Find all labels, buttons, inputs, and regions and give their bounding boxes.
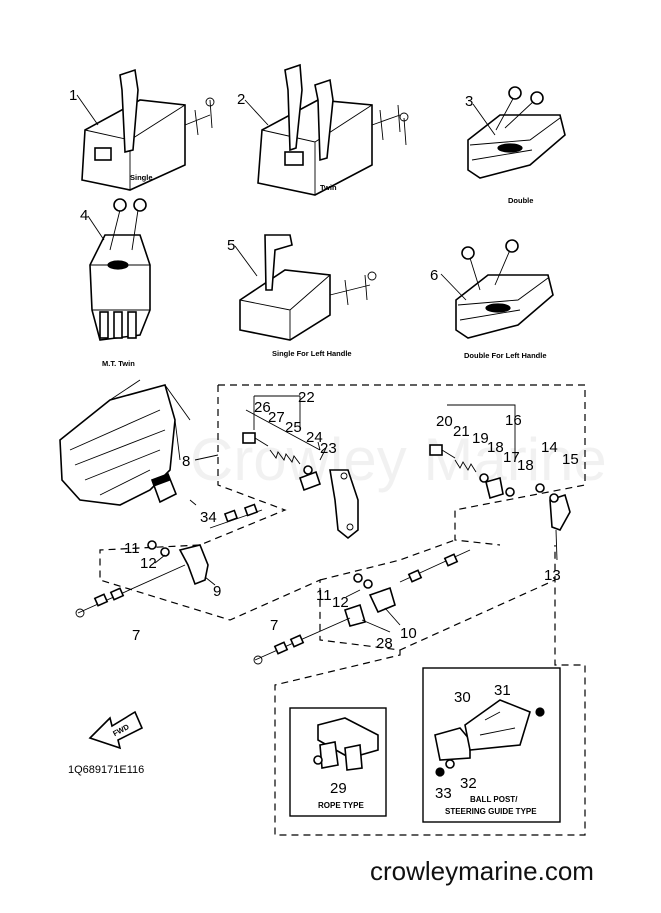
shift-lever[interactable] — [329, 469, 359, 540]
caption-single: Single — [130, 173, 153, 182]
callout-25: 25 — [285, 419, 302, 436]
callout-7a: 7 — [132, 627, 140, 644]
remote-control-single-left[interactable] — [239, 234, 377, 341]
callout-33: 33 — [435, 785, 452, 802]
callout-22: 22 — [298, 389, 315, 406]
callout-7b: 7 — [270, 617, 278, 634]
remote-control-double-left[interactable] — [455, 239, 554, 339]
link-13[interactable] — [535, 483, 571, 561]
remote-control-single[interactable] — [81, 68, 215, 191]
callout-28: 28 — [376, 635, 393, 652]
inset-box-ball-post — [422, 667, 561, 823]
leader-lines — [76, 94, 516, 633]
shift-cable[interactable] — [399, 549, 471, 583]
watermark-text: Crowley Marine — [190, 426, 607, 493]
cable-bracket-9[interactable] — [147, 540, 209, 586]
diagram-code: 1Q689171E116 — [68, 764, 144, 776]
callout-34: 34 — [200, 509, 217, 526]
callout-numbers: 1 2 3 4 5 6 8 26 27 22 25 24 23 34 20 21… — [69, 87, 579, 802]
callout-10: 10 — [400, 625, 417, 642]
caption-double: Double — [508, 196, 533, 205]
cable-bracket-10[interactable] — [353, 573, 396, 614]
callout-4: 4 — [80, 207, 88, 224]
callout-21: 21 — [453, 423, 470, 440]
caption-rope-type: ROPE TYPE — [318, 801, 364, 810]
callout-5: 5 — [227, 237, 235, 254]
caption-mt-twin: M.T. Twin — [102, 359, 135, 368]
forward-arrow-icon: FWD — [88, 710, 144, 750]
callout-31: 31 — [494, 682, 511, 699]
rope-type-bracket-29[interactable] — [313, 717, 379, 771]
caption-ball-post-2: STEERING GUIDE TYPE — [445, 807, 537, 816]
callout-12a: 12 — [140, 555, 157, 572]
caption-ball-post-1: BALL POST/ — [470, 795, 518, 804]
callout-24: 24 — [306, 429, 323, 446]
throttle-cable-7b[interactable] — [253, 617, 351, 665]
clip-28[interactable] — [344, 603, 366, 627]
callout-19: 19 — [472, 430, 489, 447]
callout-20: 20 — [436, 413, 453, 430]
throttle-cable-upper[interactable] — [209, 503, 263, 529]
callout-26: 26 — [254, 399, 271, 416]
cable-end-kit-16[interactable] — [429, 444, 515, 500]
remote-control-mt-twin[interactable] — [89, 198, 151, 341]
callout-23: 23 — [320, 440, 337, 457]
callout-11b: 11 — [316, 587, 332, 604]
callout-29: 29 — [330, 780, 347, 797]
callout-6: 6 — [430, 267, 438, 284]
callout-1: 1 — [69, 87, 77, 104]
assembly-outline-bottom — [274, 580, 586, 836]
callout-30: 30 — [454, 689, 471, 706]
caption-double-left: Double For Left Handle — [464, 351, 547, 360]
bushing-34[interactable] — [150, 472, 178, 504]
cable-end-kit-22[interactable] — [242, 409, 322, 492]
caption-twin: Twin — [320, 183, 337, 192]
callout-27: 27 — [268, 409, 285, 426]
callout-3: 3 — [465, 93, 473, 110]
callout-12b: 12 — [332, 594, 349, 611]
ball-post-bracket-30[interactable] — [434, 699, 545, 777]
callout-17: 17 — [503, 449, 520, 466]
callout-9: 9 — [213, 583, 221, 600]
caption-single-left: Single For Left Handle — [272, 349, 352, 358]
engine-bracket[interactable] — [59, 379, 191, 506]
callout-8: 8 — [182, 453, 190, 470]
callout-32: 32 — [460, 775, 477, 792]
remote-control-twin[interactable] — [257, 63, 409, 196]
throttle-cable-7a[interactable] — [75, 564, 186, 618]
callout-2: 2 — [237, 91, 245, 108]
remote-control-double[interactable] — [467, 86, 566, 179]
assembly-outline-lower — [99, 385, 556, 651]
assembly-outline-mid — [319, 539, 456, 581]
callout-14: 14 — [541, 439, 558, 456]
site-footer[interactable]: crowleymarine.com — [370, 856, 594, 886]
callout-18b: 18 — [517, 457, 534, 474]
callout-11a: 11 — [124, 540, 140, 557]
callout-13: 13 — [544, 567, 561, 584]
inset-box-rope-type — [289, 707, 387, 817]
callout-16: 16 — [505, 412, 522, 429]
assembly-outline-upper — [218, 384, 586, 546]
callout-18a: 18 — [487, 439, 504, 456]
callout-15: 15 — [562, 451, 579, 468]
